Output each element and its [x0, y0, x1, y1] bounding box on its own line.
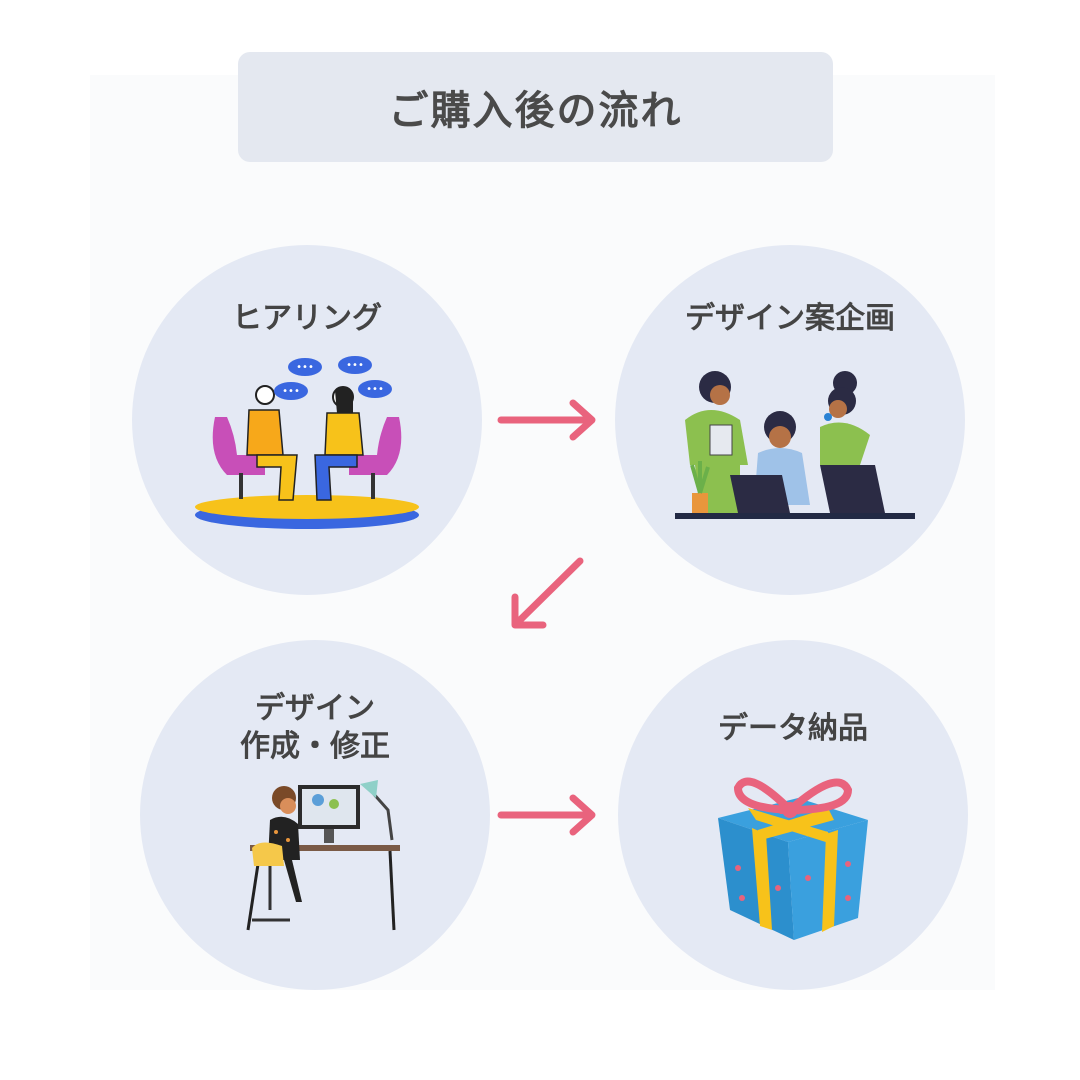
page-title-box: ご購入後の流れ	[238, 52, 833, 162]
step-design-planning: デザイン案企画	[615, 245, 965, 595]
step-label: デザイン案企画	[685, 301, 895, 336]
arrow-right-icon	[497, 794, 596, 836]
svg-text:•••: •••	[296, 362, 314, 373]
gift-box-illustration	[718, 777, 868, 940]
arrow-down-left-icon	[511, 557, 584, 629]
step-design-creation: デザイン 作成・修正	[140, 640, 490, 990]
svg-text:•••: •••	[282, 386, 300, 397]
page-title: ご購入後の流れ	[388, 88, 683, 134]
designer-at-desk-illustration	[246, 780, 400, 931]
arrow-right-icon	[497, 399, 596, 441]
step-hearing: ヒアリング ••• ••• ••• •••	[132, 245, 482, 595]
meeting-conversation-illustration: ••• ••• ••• •••	[195, 356, 419, 529]
step-label: データ納品	[718, 711, 868, 746]
step-label: ヒアリング	[232, 301, 382, 336]
team-planning-illustration	[675, 371, 915, 519]
svg-text:•••: •••	[366, 384, 384, 395]
step-data-delivery: データ納品	[618, 640, 968, 990]
step-label: デザイン 作成・修正	[240, 691, 390, 764]
svg-text:•••: •••	[346, 360, 364, 371]
